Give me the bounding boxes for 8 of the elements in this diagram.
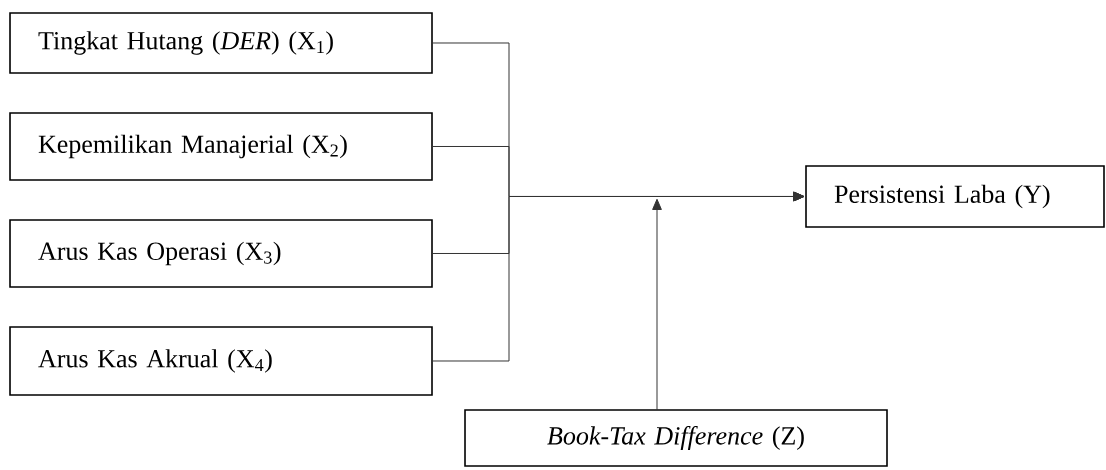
variable-box: Book-Tax Difference (Z) (464, 409, 888, 467)
variable-box: Arus Kas Akrual (X$_{4}$) (9, 326, 433, 396)
variable-box: Tingkat Hutang (DER) (X$_{1}$) (9, 12, 433, 74)
arrow (432, 191, 805, 362)
arrow (652, 198, 662, 411)
variable-box: Arus Kas Operasi (X$_{3}$) (9, 219, 433, 288)
variable-box: Persistensi Laba (Y) (805, 165, 1105, 228)
variable-box: Kepemilikan Manajerial (X$_{2}$) (9, 112, 433, 181)
